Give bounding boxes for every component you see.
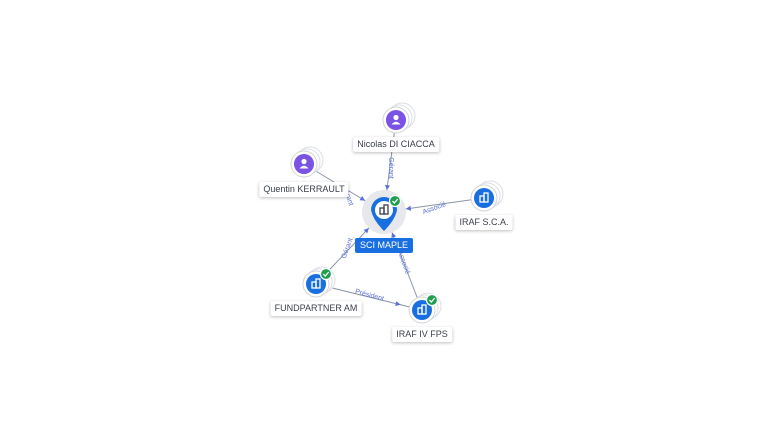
verified-badge-icon [388,194,402,208]
building-icon [479,192,489,203]
node-fundpartner[interactable] [302,266,336,298]
node-label-quentin[interactable]: Quentin KERRAULT [259,182,349,197]
building-icon [379,204,389,215]
node-label-iraf_sca[interactable]: IRAF S.C.A. [455,215,513,230]
node-label-nicolas[interactable]: Nicolas DI CIACCA [353,137,439,152]
node-nicolas[interactable] [382,102,416,134]
node-label-sci-maple[interactable]: SCI MAPLE [354,238,414,253]
person-icon [299,158,309,169]
node-iraf_sca[interactable] [470,180,504,212]
edge-label: Associé [422,201,448,216]
verified-badge-icon [319,267,333,281]
node-quentin[interactable] [290,146,324,178]
node-sci-maple[interactable] [362,190,406,234]
edge-label: Associé [396,250,411,276]
node-iraf_iv[interactable] [408,292,442,324]
verified-badge-icon [425,293,439,307]
person-icon [391,114,401,125]
building-icon [417,304,427,315]
edge-label: Gérant [341,237,355,260]
edge-label: Gérant [387,157,394,178]
building-icon [311,278,321,289]
node-label-fundpartner[interactable]: FUNDPARTNER AM [270,301,362,316]
node-label-iraf_iv[interactable]: IRAF IV FPS [392,327,452,342]
